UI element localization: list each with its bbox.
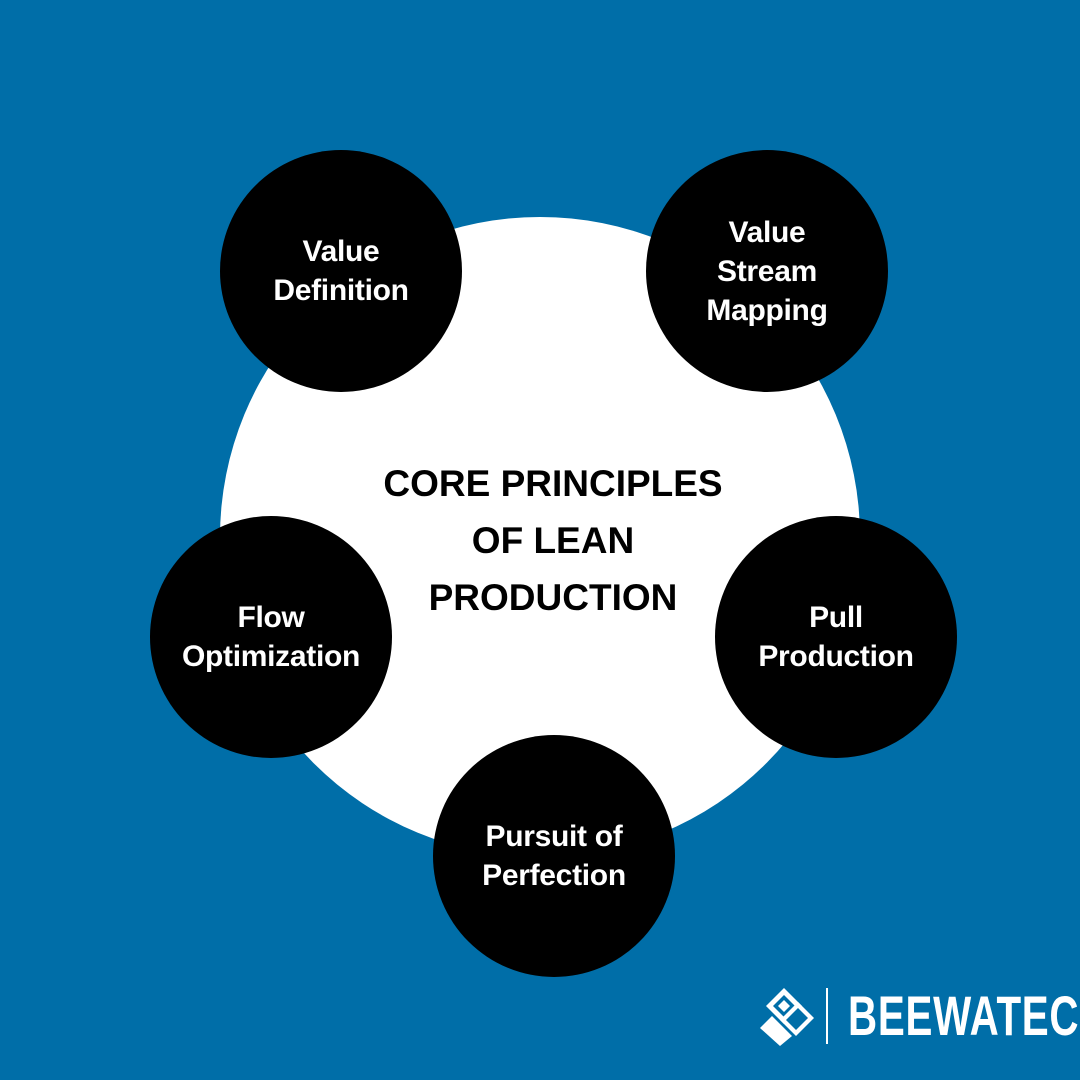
brand-logo: BEEWATEC bbox=[758, 985, 1080, 1047]
node-label: Flow Optimization bbox=[181, 601, 361, 673]
beewatec-diamond-icon bbox=[760, 988, 814, 1046]
node-label: Value Stream Mapping bbox=[706, 215, 828, 327]
diagram-title: CORE PRINCIPLES OF LEAN PRODUCTION bbox=[383, 463, 723, 618]
node-value-stream-mapping: Value Stream Mapping bbox=[646, 150, 888, 392]
node-flow-optimization: Flow Optimization bbox=[150, 516, 392, 758]
logo-divider bbox=[826, 988, 828, 1044]
node-value-definition: Value Definition bbox=[220, 150, 462, 392]
brand-name: BEEWATEC bbox=[848, 984, 1080, 1047]
node-label: Value Definition bbox=[273, 235, 409, 307]
node-pursuit-of-perfection: Pursuit of Perfection bbox=[433, 735, 675, 977]
node-label: Pursuit of Perfection bbox=[482, 820, 626, 892]
node-pull-production: Pull Production bbox=[715, 516, 957, 758]
node-label: Pull Production bbox=[758, 601, 914, 673]
